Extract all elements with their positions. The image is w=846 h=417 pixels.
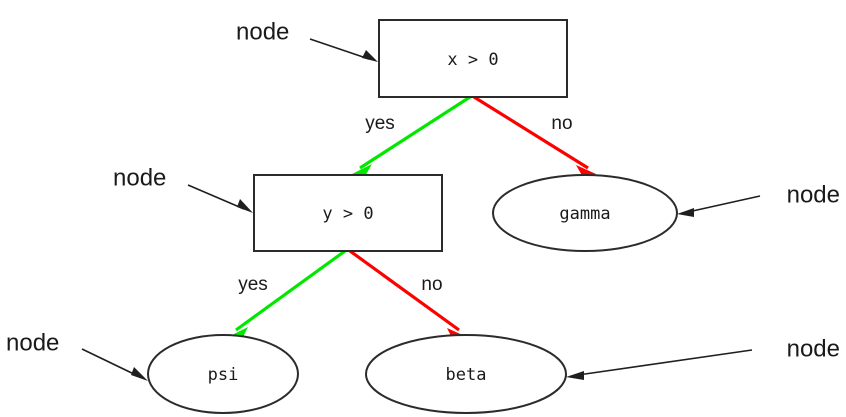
- annotation-label-root: node: [236, 18, 289, 45]
- edge-label-yes-1: yes: [365, 113, 395, 134]
- annotation-arrowhead-root: [362, 50, 378, 62]
- node-gamma-label: gamma: [559, 204, 610, 224]
- node-root[interactable]: x > 0: [378, 19, 568, 98]
- node-gamma-ellipse[interactable]: [492, 174, 678, 252]
- node-second-label: y > 0: [322, 204, 373, 224]
- edge-root-to-second-yes: [352, 95, 471, 178]
- edge-root-to-gamma-no: [473, 95, 596, 179]
- annotation-label-second: node: [113, 164, 166, 191]
- node-root-label: x > 0: [447, 50, 498, 70]
- edge-label-no-2: no: [421, 274, 442, 295]
- edge-line-yes-2: [235, 249, 346, 332]
- edge-label-yes-2: yes: [238, 274, 268, 295]
- edge-line-yes-1: [359, 95, 471, 170]
- node-beta-label: beta: [446, 365, 487, 385]
- annotation-arrowhead-psi: [131, 367, 148, 381]
- edge-second-to-beta-no: [349, 249, 467, 342]
- annotation-node-second: node: [113, 164, 253, 213]
- edge-label-no-1: no: [551, 113, 572, 134]
- annotation-label-psi: node: [6, 329, 59, 356]
- annotation-leader-second: [187, 184, 245, 210]
- annotation-leader-gamma: [687, 195, 761, 213]
- annotation-node-beta: node: [566, 335, 840, 380]
- annotation-leader-psi: [81, 348, 139, 377]
- node-root-box[interactable]: [378, 19, 568, 98]
- annotation-leader-beta: [577, 349, 753, 376]
- annotation-node-psi: node: [6, 329, 148, 381]
- annotation-node-root: node: [236, 18, 378, 62]
- annotation-arrowhead-gamma: [677, 208, 694, 217]
- node-psi[interactable]: psi: [147, 334, 299, 414]
- annotation-node-gamma: node: [677, 181, 840, 217]
- node-beta[interactable]: beta: [365, 334, 567, 414]
- annotation-arrowhead-second: [237, 199, 253, 213]
- node-beta-ellipse[interactable]: [365, 334, 567, 414]
- node-psi-label: psi: [208, 365, 239, 385]
- annotation-arrowhead-beta: [566, 371, 584, 380]
- node-second[interactable]: y > 0: [253, 174, 443, 252]
- edge-line-no-2: [349, 249, 460, 332]
- node-psi-ellipse[interactable]: [147, 334, 299, 414]
- node-second-box[interactable]: [253, 174, 443, 252]
- annotation-leader-root: [309, 38, 370, 60]
- edge-second-to-psi-yes: [228, 249, 346, 341]
- annotation-label-gamma: node: [787, 181, 840, 208]
- edge-line-no-1: [473, 95, 589, 170]
- annotation-label-beta: node: [787, 335, 840, 362]
- node-gamma[interactable]: gamma: [492, 174, 678, 252]
